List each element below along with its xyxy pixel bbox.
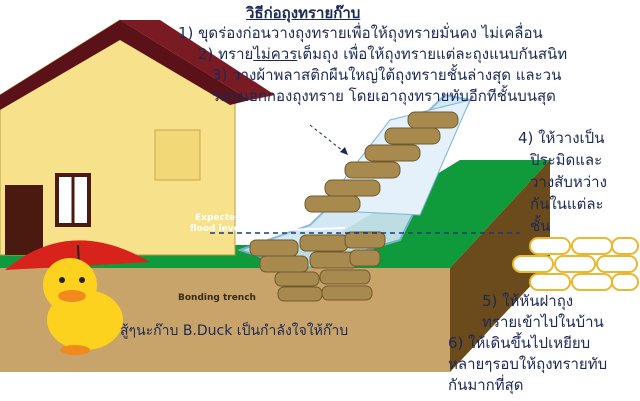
step-4-line: 4) ให้วางเป็น bbox=[518, 129, 605, 147]
step-4-line: วางสับหว่าง bbox=[530, 173, 607, 191]
grass-surface bbox=[0, 160, 550, 268]
step-3-line-2: รอบนอกกองถุงทราย โดยเอาถุงทรายทับอีกทีชั… bbox=[212, 87, 556, 105]
trench-sandbags bbox=[249, 231, 386, 302]
step-4-line: ชั้น bbox=[530, 217, 551, 235]
step-2-c: เต็มถุง เพื่อให้ถุงทรายแต่ละถุงแนบกันสนิ… bbox=[297, 45, 568, 63]
flood-label-2: flood level bbox=[190, 224, 243, 234]
step-6-line-3: กันมากที่สุด bbox=[448, 376, 524, 394]
flood-label-1: Expected bbox=[195, 213, 242, 223]
step-4-line: ปิระมิดและ bbox=[530, 151, 603, 169]
house bbox=[0, 19, 275, 256]
caption: สู้ๆนะก๊าบ B.Duck เป็นกำลังใจให้ก๊าบ bbox=[120, 323, 349, 339]
brick-pattern-icon bbox=[512, 237, 639, 291]
trench-label: Bonding trench bbox=[178, 293, 256, 303]
step-2-a: 2) ทราย bbox=[198, 45, 254, 63]
title: วิธีก่อถุงทรายก๊าบ bbox=[246, 4, 361, 22]
step-1: 1) ขุดร่องก่อนวางถุงทรายเพื่อให้ถุงทรายม… bbox=[178, 24, 543, 42]
step-4: 4) ให้วางเป็น ปิระมิดและ วางสับหว่าง กัน… bbox=[518, 127, 607, 237]
step-6-line-2: หลายๆรอบให้ถุงทรายทับ bbox=[448, 355, 608, 373]
b-duck-mascot bbox=[5, 240, 150, 355]
top-sandbags bbox=[304, 111, 459, 213]
step-3-line-1: 3) วางผ้าพลาสติกผืนใหญ่ใต้ถุงทรายชั้นล่า… bbox=[212, 66, 562, 84]
step-4-line: กันในแต่ละ bbox=[530, 195, 604, 213]
step-5-line-2: ทรายเข้าไปในบ้าน bbox=[482, 313, 604, 331]
soil-side bbox=[450, 160, 550, 372]
step-2: 2) ทรายไม่ควรเต็มถุง เพื่อให้ถุงทรายแต่ล… bbox=[198, 45, 567, 64]
step-2-emphasis: ไม่ควร bbox=[253, 45, 298, 63]
step-5-line-1: 5) ให้หันฝาถุง bbox=[482, 292, 574, 310]
step-6-line-1: 6) ให้เดินขึ้นไปเหยียบ bbox=[448, 334, 591, 352]
